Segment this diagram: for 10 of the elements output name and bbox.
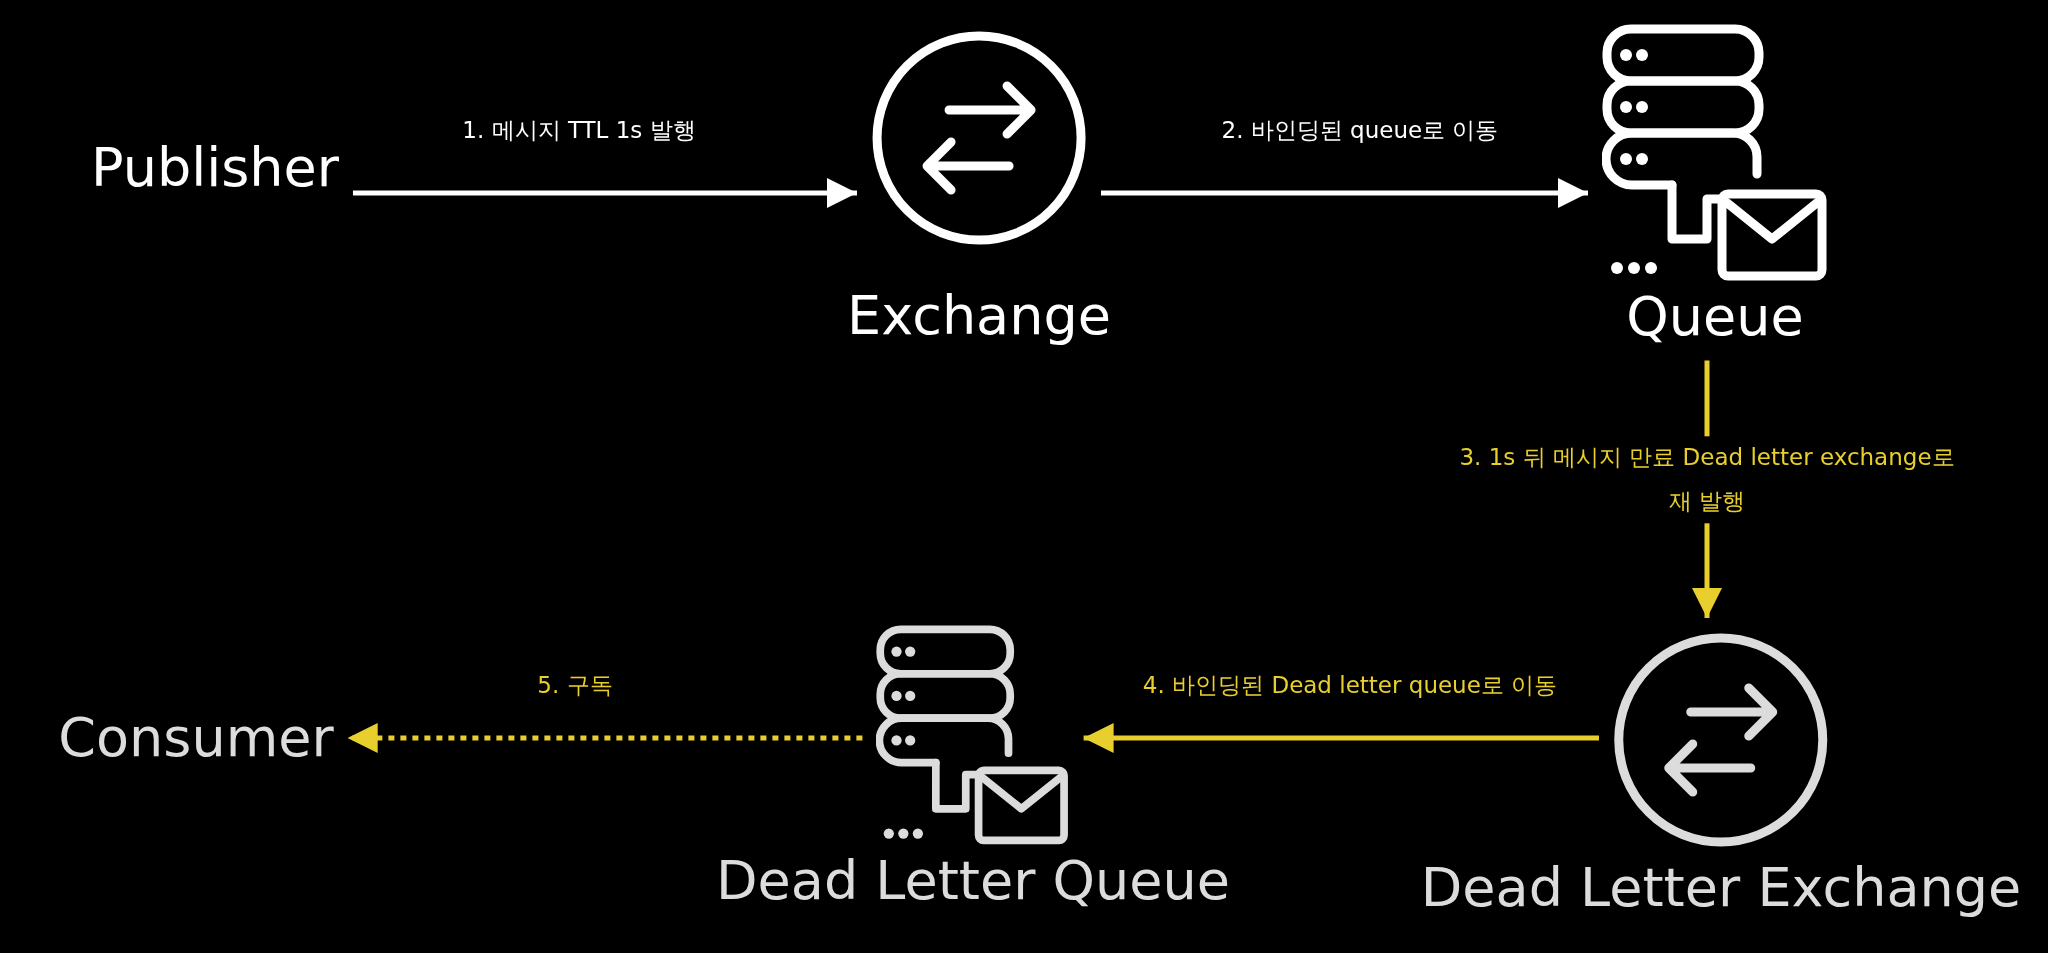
- arrow: [1101, 178, 1588, 208]
- icon-label: Queue: [1626, 287, 1804, 347]
- icon-label: Dead Letter Queue: [716, 851, 1230, 911]
- arrow: [352, 178, 857, 208]
- actor-label: Consumer: [58, 708, 334, 768]
- icon-label: Dead Letter Exchange: [1420, 858, 2022, 918]
- icon-label: Exchange: [847, 286, 1111, 346]
- arrow: [347, 723, 863, 753]
- arrow: [1083, 723, 1599, 753]
- actor-label: Publisher: [91, 138, 339, 198]
